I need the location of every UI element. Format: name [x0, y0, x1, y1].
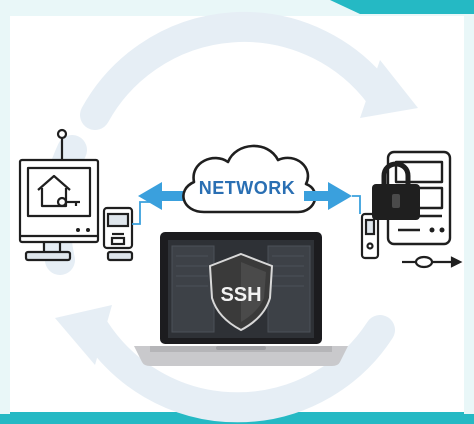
house-icon: [37, 174, 71, 208]
network-label: NETWORK: [199, 178, 296, 198]
ssh-label: SSH: [220, 284, 261, 306]
right-handheld-device: [360, 212, 380, 260]
right-cable: [352, 195, 361, 214]
left-cable: [132, 201, 150, 225]
arrow-right-icon: [304, 182, 352, 210]
plug-icon: [402, 255, 463, 269]
laptop-screen-windows: [171, 245, 311, 333]
background-arrowheads: [55, 60, 418, 365]
shield-icon: [208, 252, 274, 332]
left-handheld-device: [102, 206, 134, 250]
arrow-left-icon: [138, 182, 192, 210]
cloud-icon: [182, 144, 317, 214]
padlock-icon: [372, 161, 420, 220]
key-icon: [56, 196, 80, 208]
